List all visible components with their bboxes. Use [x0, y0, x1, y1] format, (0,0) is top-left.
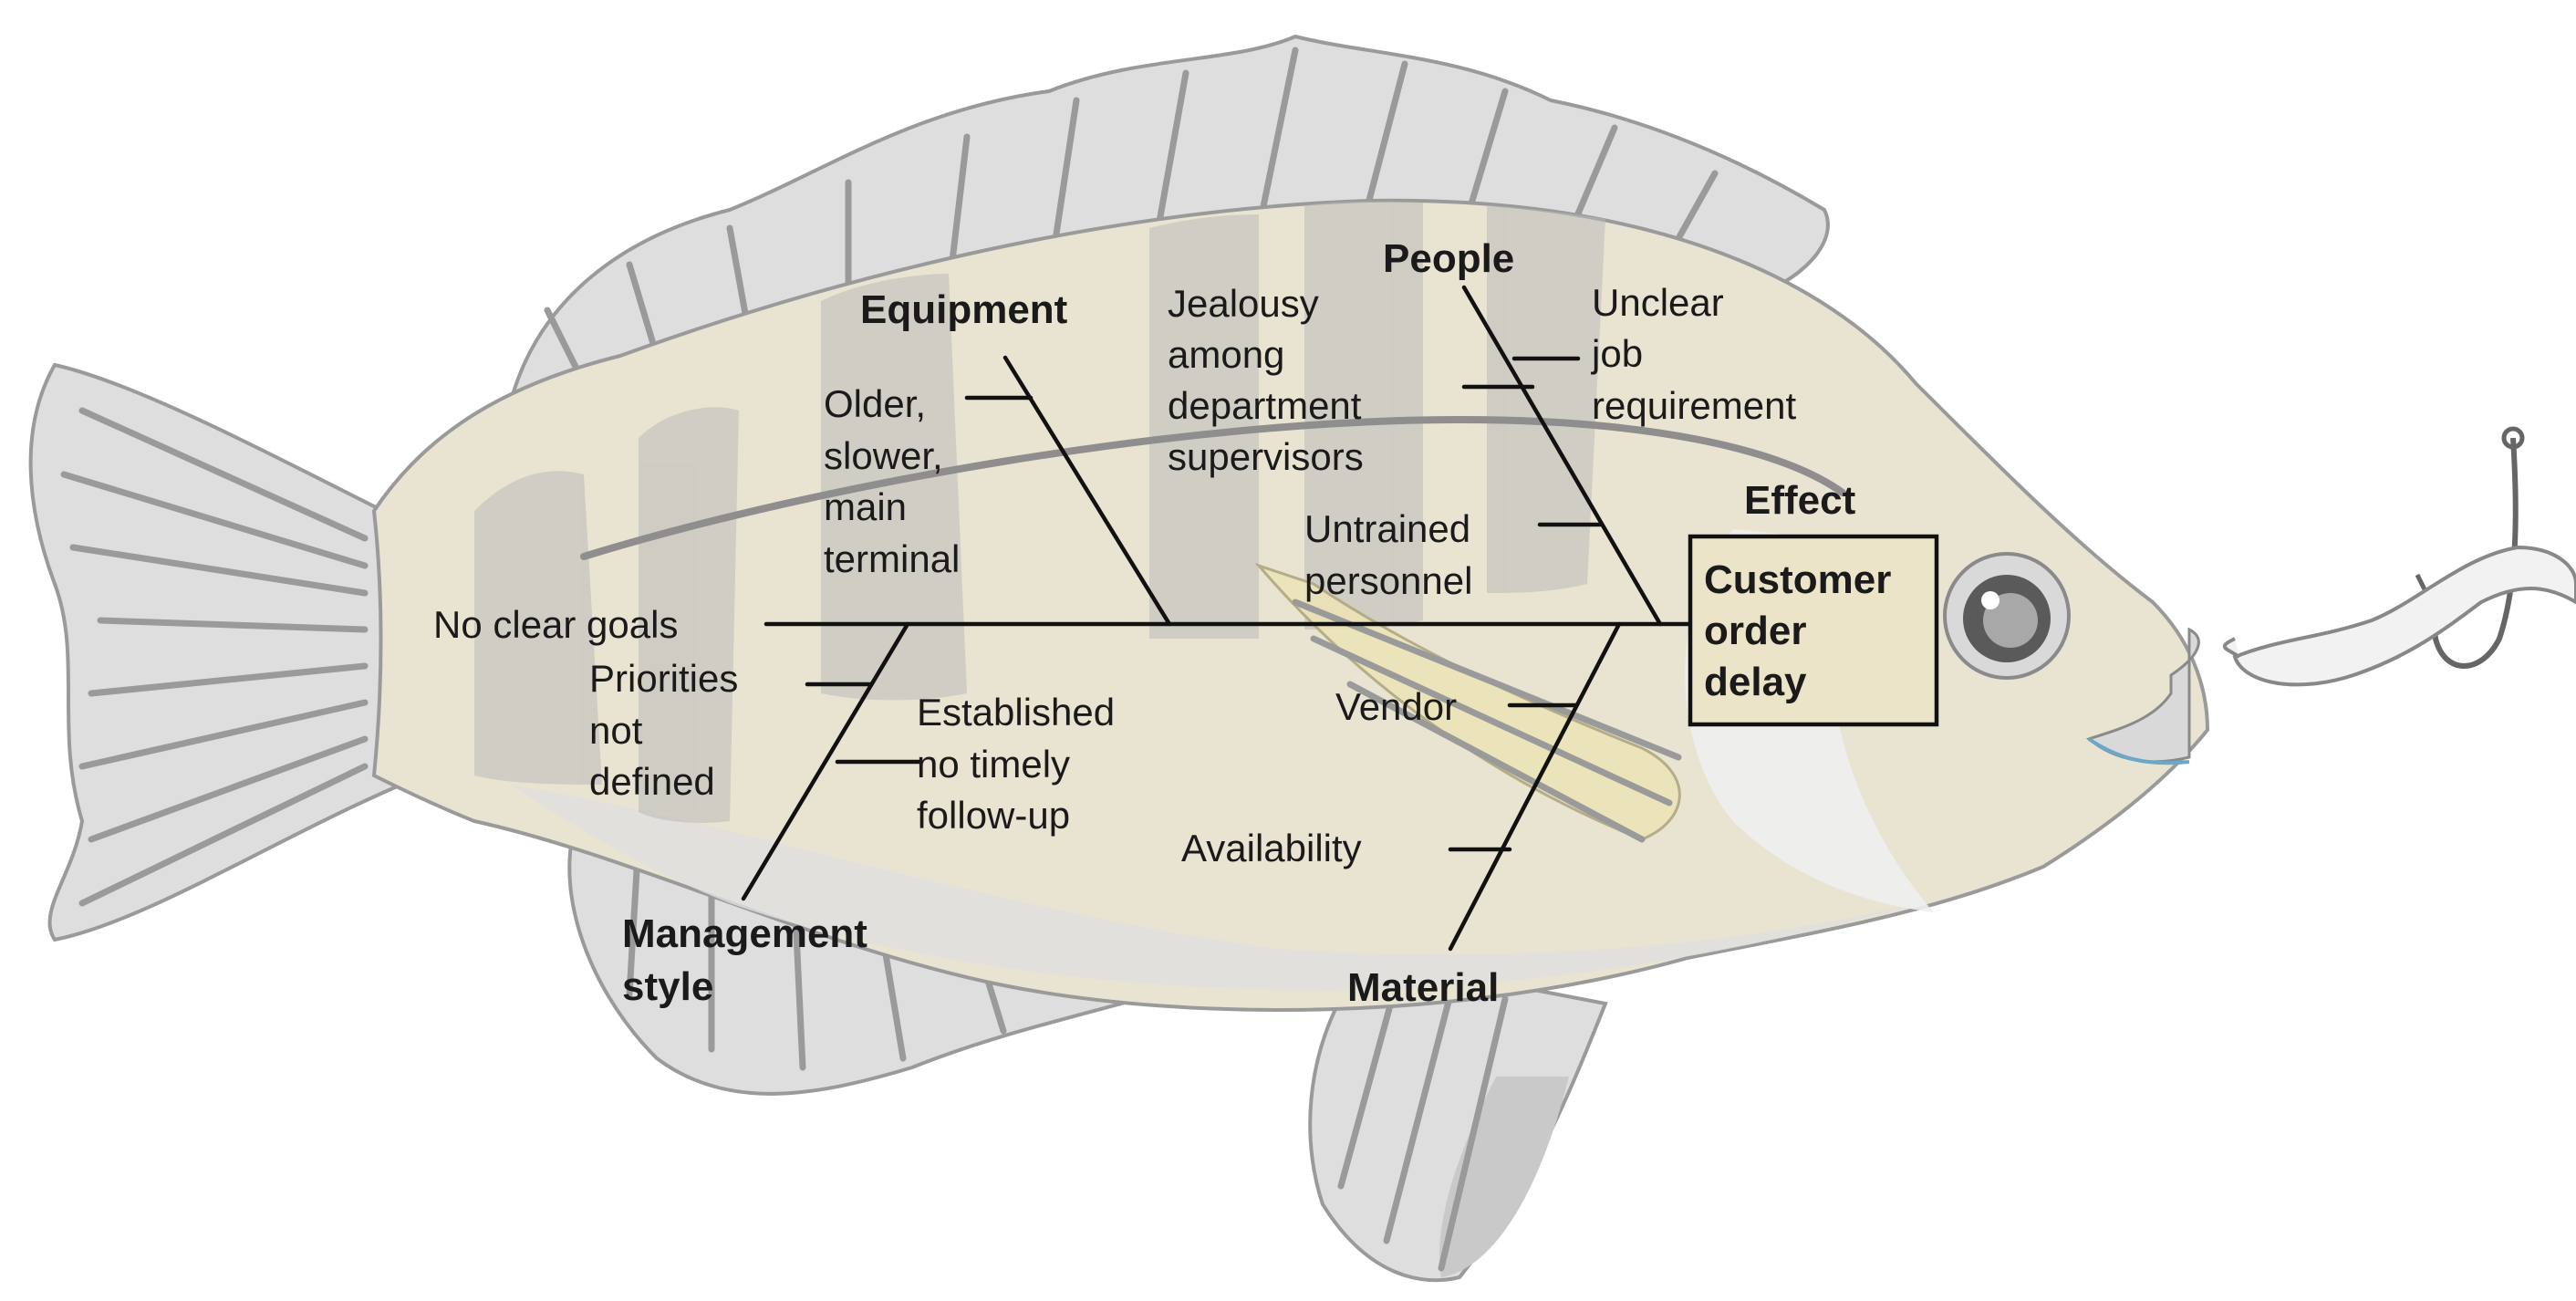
worm-tail: [2225, 639, 2239, 657]
category-material: Material: [1347, 965, 1499, 1010]
cause-established-line-2: no timely: [917, 743, 1070, 786]
cause-established-line-1: Established: [917, 691, 1115, 734]
cause-untrained-line-2: personnel: [1304, 559, 1472, 602]
tail-fin: [31, 365, 401, 940]
effect-line-3: delay: [1704, 660, 1807, 704]
effect-line-1: Customer: [1704, 557, 1891, 602]
fish-eye: [1945, 554, 2069, 678]
cause-vendor: Vendor: [1335, 685, 1457, 728]
worm: [2235, 547, 2576, 684]
cause-unclear-line-3: requirement: [1592, 384, 1796, 427]
cause-jealousy-line-1: Jealousy: [1168, 282, 1319, 325]
cause-priorities-line-3: defined: [589, 760, 715, 803]
cause-availability: Availability: [1181, 827, 1362, 869]
cause-priorities-line-1: Priorities: [589, 657, 738, 700]
cause-older-line-4: terminal: [824, 537, 960, 580]
cause-established-line-3: follow-up: [917, 794, 1070, 837]
cause-jealousy-line-4: supervisors: [1168, 435, 1364, 478]
cause-older-line-1: Older,: [824, 382, 926, 425]
cause-no-clear-goals: No clear goals: [433, 603, 678, 646]
cause-unclear-line-2: job: [1590, 332, 1643, 375]
cause-jealousy-line-2: among: [1168, 333, 1284, 376]
hook-and-worm: [2225, 429, 2576, 684]
effect-line-2: order: [1704, 609, 1806, 653]
cause-older-line-2: slower,: [824, 434, 943, 477]
cause-priorities-line-2: not: [589, 709, 643, 752]
cause-untrained-line-1: Untrained: [1304, 507, 1470, 550]
cause-older-line-3: main: [824, 485, 907, 528]
cause-jealousy-line-3: department: [1168, 384, 1362, 427]
effect-heading: Effect: [1744, 478, 1856, 523]
category-equipment: Equipment: [860, 287, 1068, 332]
cause-unclear-line-1: Unclear: [1592, 281, 1724, 324]
category-management-line-1: Management: [622, 911, 867, 956]
category-management-line-2: style: [622, 964, 713, 1009]
category-people: People: [1383, 236, 1514, 281]
